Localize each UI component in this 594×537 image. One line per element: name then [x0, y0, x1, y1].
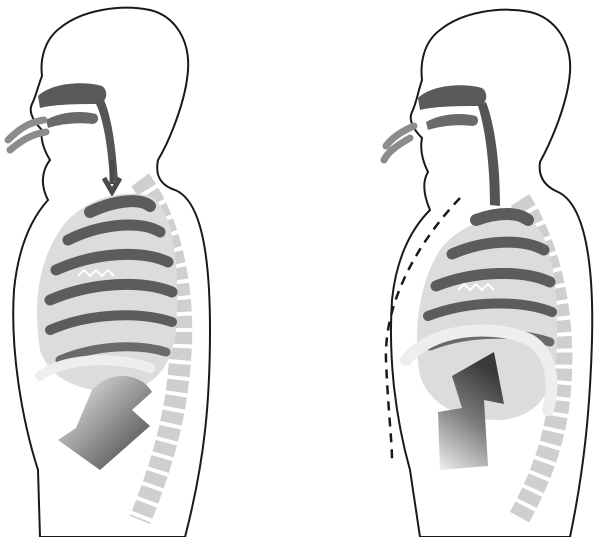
rib-gap [476, 214, 528, 220]
figure-inhalation [8, 8, 210, 537]
airflow-arrow-out [384, 126, 414, 160]
figure-exhalation [384, 10, 592, 537]
